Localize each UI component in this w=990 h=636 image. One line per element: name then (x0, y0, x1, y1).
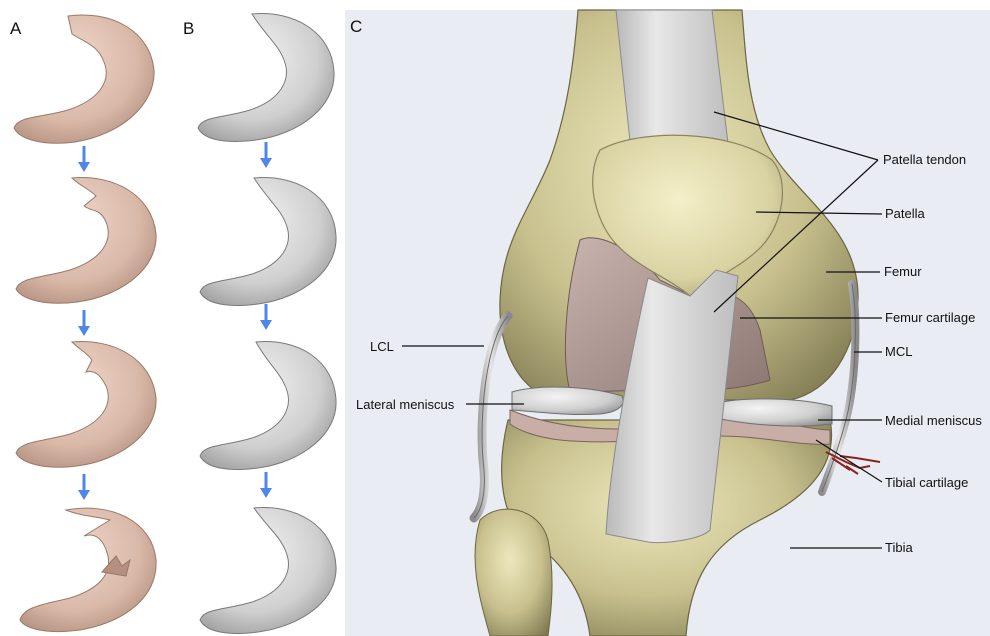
down-arrow-icon (260, 472, 272, 498)
panel-b-letter: B (183, 19, 194, 38)
down-arrow-icon (78, 146, 90, 172)
label-medial-meniscus: Medial meniscus (885, 413, 982, 428)
label-femur-cartilage: Femur cartilage (885, 310, 975, 325)
label-mcl: MCL (885, 344, 912, 359)
label-lcl: LCL (370, 339, 394, 354)
panel-b-meniscus-4 (200, 508, 336, 634)
label-lateral-meniscus: Lateral meniscus (356, 397, 455, 412)
down-arrow-icon (260, 304, 272, 330)
down-arrow-icon (78, 310, 90, 336)
label-patella-tendon: Patella tendon (883, 152, 966, 167)
panel-b-meniscus-1 (198, 14, 334, 142)
panel-a-meniscus-3 (16, 341, 156, 467)
panel-b-meniscus-3 (200, 342, 336, 470)
fibula (475, 509, 552, 636)
panel-c: C (345, 10, 990, 636)
panel-c-letter: C (350, 17, 362, 36)
down-arrow-icon (260, 142, 272, 168)
panel-a-meniscus-2 (16, 177, 156, 303)
label-tibia: Tibia (885, 540, 913, 555)
panel-a-meniscus-4 (20, 508, 156, 631)
label-tibial-cartilage: Tibial cartilage (885, 475, 968, 490)
label-patella: Patella (885, 206, 926, 221)
down-arrow-icon (78, 474, 90, 500)
panel-a-letter: A (10, 19, 22, 38)
label-femur: Femur (884, 264, 922, 279)
panel-a-meniscus-1 (14, 15, 154, 143)
panel-b-meniscus-2 (200, 178, 336, 306)
